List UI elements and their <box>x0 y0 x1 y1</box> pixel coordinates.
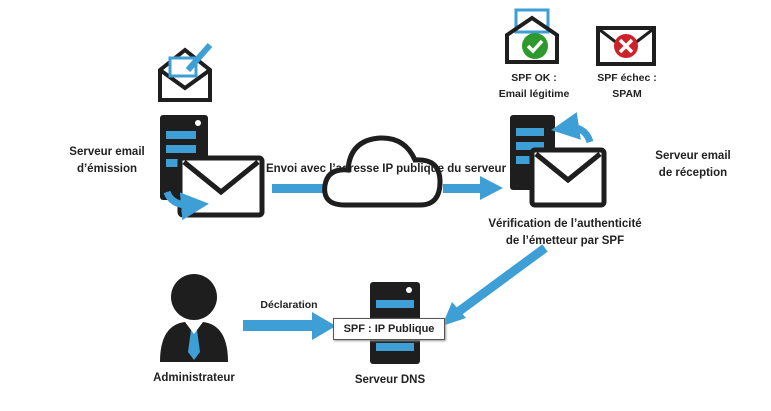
spf-ok-line2: Email légitime <box>498 88 570 100</box>
receiver-label-line2: de réception <box>658 167 728 179</box>
administrator-icon <box>160 274 228 362</box>
verification-line1: Vérification de l’authenticité <box>488 218 642 230</box>
spf-fail-line1: SPF échec : <box>597 72 657 84</box>
sender-label-line2: d’émission <box>76 163 138 175</box>
sender-label: Serveur email d’émission <box>48 144 166 178</box>
transfer-label: Envoi avec l’adresse IP publique du serv… <box>265 163 507 175</box>
sender-server-icon <box>160 115 265 221</box>
spf-ok-email-icon <box>505 8 559 64</box>
spf-fail-label: SPF échec : SPAM <box>585 70 669 102</box>
sender-label-line1: Serveur email <box>69 146 145 158</box>
spf-ok-label: SPF OK : Email légitime <box>488 70 580 102</box>
compose-email-icon <box>158 43 213 102</box>
spf-record-box: SPF : IP Publique <box>333 318 445 340</box>
spf-ok-line1: SPF OK : <box>511 72 557 84</box>
verification-line2: de l’émetteur par SPF <box>505 235 625 247</box>
spf-fail-line2: SPAM <box>612 88 642 100</box>
receiver-label-line1: Serveur email <box>655 150 731 162</box>
arrow-to-cloud <box>272 184 324 193</box>
spf-fail-email-icon <box>596 26 656 66</box>
arrow-declaration <box>243 312 336 340</box>
receiver-label: Serveur email de réception <box>628 148 758 182</box>
verification-label: Vérification de l’authenticité de l’émet… <box>480 216 650 250</box>
receiver-server-icon <box>510 112 607 208</box>
internet-cloud-icon <box>322 135 443 208</box>
dns-server-label: Serveur DNS <box>354 374 426 386</box>
arrow-to-dns <box>455 244 548 316</box>
administrator-label: Administrateur <box>153 372 235 384</box>
arrow-to-receiver <box>443 176 503 200</box>
declaration-label: Déclaration <box>260 299 318 311</box>
